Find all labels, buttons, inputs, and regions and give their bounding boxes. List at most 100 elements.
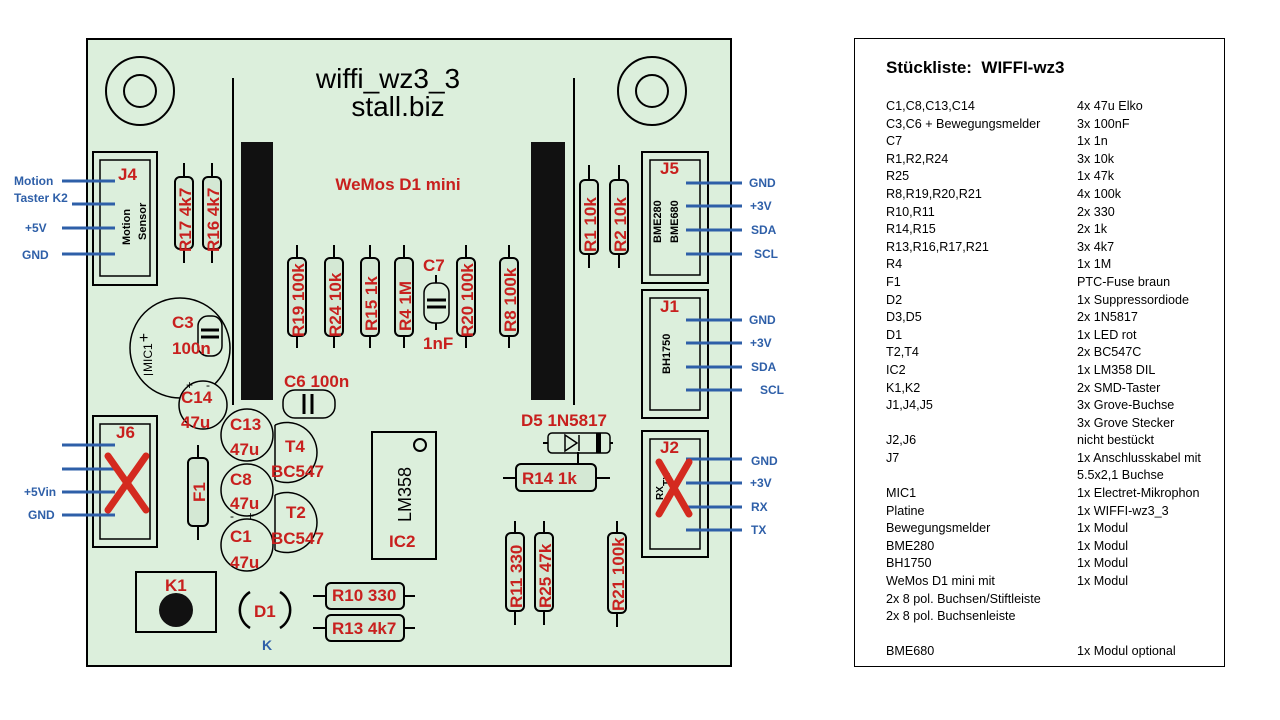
j5-pin-sda: SDA xyxy=(751,223,777,237)
f1-label: F1 xyxy=(190,482,209,502)
diode-d5: D5 1N5817 xyxy=(521,411,613,454)
j1-pin-gnd: GND xyxy=(749,313,776,327)
pcb-layout-diagram: .lbl{fill:#c8201e;font-family:"Liberatio… xyxy=(14,38,784,667)
lm358-label: LM358 xyxy=(395,467,415,522)
part-quantity: 1x Modul optional xyxy=(1077,644,1176,659)
r8-label: R8 100k xyxy=(501,267,520,332)
capacitor-c8: C8 47u + xyxy=(220,463,274,523)
part-designator: R14,R15 xyxy=(886,222,936,237)
t4-value: BC547 xyxy=(271,462,324,481)
t2-value: BC547 xyxy=(271,529,324,548)
part-designator: R4 xyxy=(886,257,903,272)
part-designator: 2x 8 pol. Buchsenleiste xyxy=(886,609,1016,624)
resistor-r14: R14 1k xyxy=(503,452,610,492)
part-designator: BH1750 xyxy=(886,556,932,571)
part-designator: J2,J6 xyxy=(886,433,917,448)
resistor-r15: R15 1k xyxy=(360,245,381,348)
part-quantity: 3x 10k xyxy=(1077,151,1115,166)
part-quantity: nicht bestückt xyxy=(1077,433,1155,448)
c3-label: C3 xyxy=(172,313,194,332)
part-quantity: 1x Modul xyxy=(1077,538,1129,553)
r14-label: R14 1k xyxy=(522,469,577,488)
j2-pin-gnd: GND xyxy=(751,454,778,468)
j5-pin-3v: +3V xyxy=(750,199,772,213)
part-quantity: 1x Modul xyxy=(1077,521,1129,536)
part-quantity: 2x 1N5817 xyxy=(1077,310,1138,325)
part-designator: Platine xyxy=(886,503,925,518)
capacitor-c1: C1 47u - xyxy=(220,509,274,572)
c1-label: C1 xyxy=(230,527,252,546)
part-designator: C3,C6 + Bewegungsmelder xyxy=(886,116,1041,131)
parts-list-row: D3,D5 2x 1N5817 xyxy=(886,309,1218,327)
j1-pin-sda: SDA xyxy=(751,360,777,374)
parts-list-row: J2,J6 nicht bestückt xyxy=(886,432,1218,450)
j2-pin-rx: RX xyxy=(751,500,768,514)
part-quantity: 1x LM358 DIL xyxy=(1077,362,1156,377)
part-quantity: 5.5x2,1 Buchse xyxy=(1077,468,1164,483)
part-quantity: 1x Modul xyxy=(1077,574,1129,589)
c1-minus: - xyxy=(230,509,234,523)
r17-label: R17 4k7 xyxy=(176,188,195,252)
j2-pin-tx: TX xyxy=(751,523,766,537)
j4-pin-taster: Taster K2 xyxy=(14,191,68,205)
resistor-r13: R13 4k7 xyxy=(313,614,415,642)
part-quantity: 3x Grove-Buchse xyxy=(1077,398,1175,413)
c8-label: C8 xyxy=(230,470,252,489)
part-quantity: PTC-Fuse braun xyxy=(1077,274,1171,289)
capacitor-c14: + - C14 47u xyxy=(178,378,228,432)
part-designator: R13,R16,R17,R21 xyxy=(886,239,989,254)
mic1-minus: _ xyxy=(143,359,154,376)
c8-value: 47u xyxy=(230,494,259,513)
led-d1: D1 K xyxy=(238,590,292,653)
board-url: stall.biz xyxy=(351,91,444,122)
c14-plus: + xyxy=(186,378,193,392)
resistor-r10: R10 330 xyxy=(313,582,415,610)
capacitor-c7: C7 1nF xyxy=(423,256,453,353)
j1-module: BH1750 xyxy=(661,334,673,374)
parts-list-row: 2x 8 pol. Buchsenleiste xyxy=(886,608,1218,626)
j4-module-line1: Motion xyxy=(121,209,133,245)
mic1-label: MIC1 xyxy=(141,343,155,372)
d1-label: D1 xyxy=(254,602,276,621)
k1-label: K1 xyxy=(165,576,187,595)
r21-label: R21 100k xyxy=(609,537,628,611)
part-designator: D3,D5 xyxy=(886,310,922,325)
r2-label: R2 10k xyxy=(611,197,630,252)
j2-module-rx: RX xyxy=(655,486,666,500)
part-designator: D1 xyxy=(886,327,903,342)
capacitor-c6: C6 100n xyxy=(282,372,349,419)
transistor-t2: T2 BC547 xyxy=(271,491,324,554)
r25-label: R25 47k xyxy=(536,543,555,608)
part-quantity: 3x 4k7 xyxy=(1077,239,1115,254)
r16-label: R16 4k7 xyxy=(204,188,223,252)
part-quantity: 2x SMD-Taster xyxy=(1077,380,1161,395)
resistor-r20: R20 100k xyxy=(456,245,477,348)
c3-value: 100n xyxy=(172,339,211,358)
r19-label: R19 100k xyxy=(289,263,308,337)
parts-list-row: 2x 8 pol. Buchsen/Stiftleiste xyxy=(886,591,1218,609)
resistor-r2: R2 10k xyxy=(609,165,630,268)
part-designator: T2,T4 xyxy=(886,345,919,360)
parts-list-title: Stückliste: WIFFI-wz3 xyxy=(886,58,1065,77)
r4-label: R4 1M xyxy=(396,281,415,331)
part-designator: 2x 8 pol. Buchsen/Stiftleiste xyxy=(886,591,1041,606)
part-designator: Bewegungsmelder xyxy=(886,521,991,536)
part-quantity: 2x BC547C xyxy=(1077,345,1142,360)
part-quantity: 1x Modul xyxy=(1077,556,1129,571)
mic1-plus: + xyxy=(139,330,148,347)
part-designator: J7 xyxy=(886,450,900,465)
j2-label: J2 xyxy=(660,438,679,457)
resistor-r4: R4 1M xyxy=(394,245,415,348)
r15-label: R15 1k xyxy=(362,276,381,331)
j1-label: J1 xyxy=(660,297,679,316)
j5-label: J5 xyxy=(660,159,679,178)
wemos-header-left xyxy=(241,142,273,400)
